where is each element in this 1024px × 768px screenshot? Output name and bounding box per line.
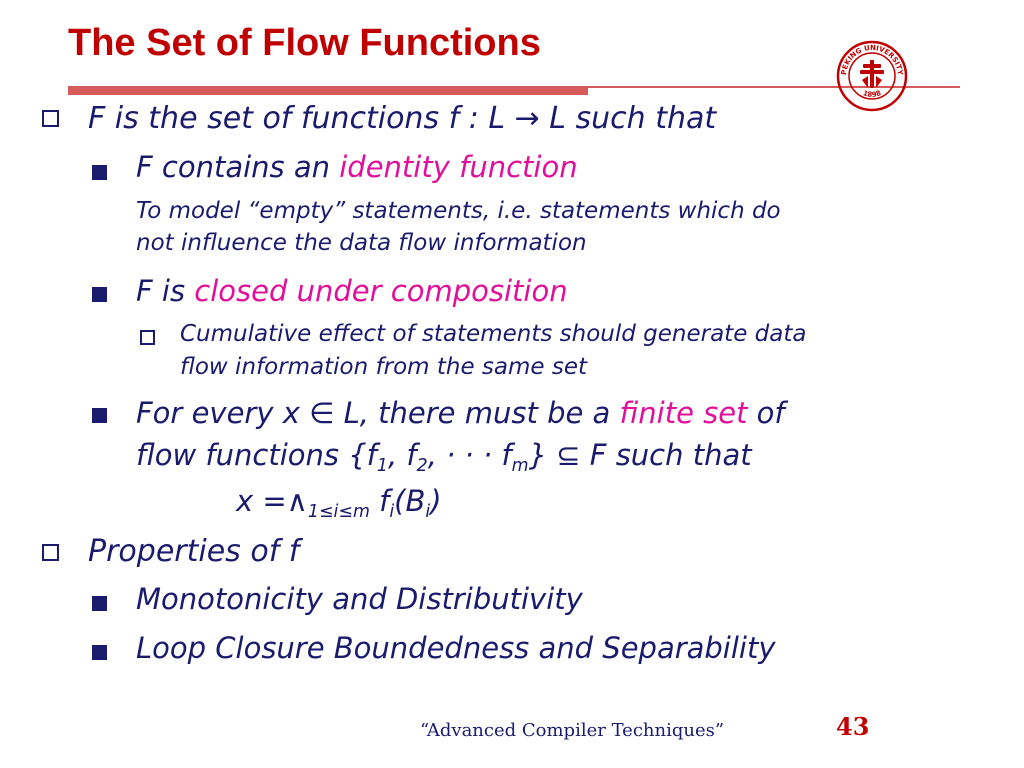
page-number: 43 [836,712,870,741]
identity-function-highlight: identity function [339,150,578,184]
bullet-identity: F contains an identity function [136,150,578,184]
bullet-properties: Properties of f [88,534,300,569]
finite-set-pre-text: For every x ∈ L, there must be a [136,396,620,430]
hollow-square-bullet-icon [42,110,59,127]
formula-x: x =∧ [236,484,308,518]
formula-paren-b: (B [394,484,426,518]
formula-close-paren: ) [430,484,442,518]
bullet-loop-closure: Loop Closure Boundedness and Separabilit… [136,631,776,665]
identity-note-line2: not influence the data flow information [136,230,587,256]
formula-f: f [369,484,390,518]
bullet-finite-set-line2: flow functions {f1, f2, · · · fm} ⊆ F su… [136,438,752,476]
composition-note-line2: flow information from the same set [180,354,588,380]
svg-text:1898: 1898 [862,89,882,99]
filled-square-bullet-icon [92,596,107,611]
slide-title: The Set of Flow Functions [68,22,541,64]
flow-functions-post-text: } ⊆ F such that [528,438,752,472]
finite-set-post-text: of [747,396,785,430]
identity-note-line1: To model “empty” statements, i.e. statem… [136,198,781,224]
bullet-identity-text: F contains an [136,150,340,184]
flow-functions-mid2-text: , · · · f [427,438,512,472]
flow-functions-pre-text: flow functions {f [136,438,377,472]
meet-formula: x =∧1≤i≤m fi(Bi) [236,484,442,522]
subscript-1: 1 [376,456,388,477]
bullet-monotonicity: Monotonicity and Distributivity [136,582,583,616]
finite-set-highlight: finite set [619,396,748,430]
composition-note-line1: Cumulative effect of statements should g… [180,321,807,347]
hollow-square-bullet-icon [42,544,59,561]
flow-functions-mid1-text: , f [387,438,417,472]
formula-subscript-range: 1≤i≤m [307,502,370,523]
subscript-2: 2 [416,456,428,477]
subscript-m: m [511,456,529,477]
bullet-closed-text: F is [136,274,195,308]
title-rule-thin [588,86,960,88]
formula-subscript-i: i [389,502,395,523]
logo-year-text: 1898 [862,89,882,99]
filled-square-bullet-icon [92,645,107,660]
title-rule-thick [68,86,588,95]
formula-subscript-i-b: i [425,502,431,523]
filled-square-bullet-icon [92,287,107,302]
closed-composition-highlight: closed under composition [194,274,568,308]
bullet-finite-set-line1: For every x ∈ L, there must be a finite … [136,396,785,430]
footer-course-title: “Advanced Compiler Techniques” [420,720,725,741]
filled-square-bullet-icon [92,165,107,180]
filled-square-bullet-icon [92,408,107,423]
bullet-closed: F is closed under composition [136,274,568,308]
bullet-functions-set: F is the set of functions f : L → L such… [88,101,717,136]
university-logo-icon: PEKING UNIVERSITY 1898 [836,40,908,112]
hollow-square-bullet-icon [140,330,155,345]
